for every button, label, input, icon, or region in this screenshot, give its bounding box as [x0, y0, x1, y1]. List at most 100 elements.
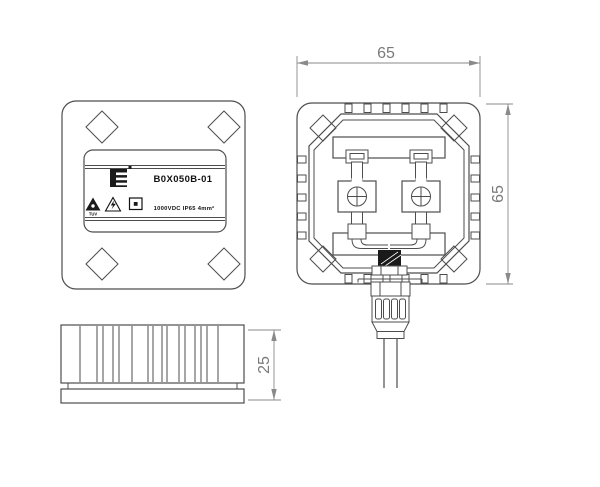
tuv-triangle — [85, 197, 101, 211]
terminal-strip-joint — [351, 178, 363, 184]
tooth — [297, 174, 307, 183]
side-base-plate — [60, 388, 245, 404]
tooth — [470, 212, 480, 221]
dimensions: 65 65 25 — [248, 45, 513, 401]
gland-clamp-hatch — [380, 251, 402, 267]
brand-logo-slit — [116, 177, 127, 181]
front-view: B0X050B-01 TUV 1000VDC IP65 4mm² — [61, 100, 246, 290]
tooth — [297, 212, 307, 221]
lightning-bolt — [110, 200, 116, 210]
terminal-strip-lower — [415, 211, 427, 226]
tooth — [401, 103, 410, 113]
dimension-depth: 25 — [248, 329, 281, 401]
dimension-depth-value: 25 — [256, 356, 273, 374]
tooth — [420, 103, 429, 113]
class-ii-inner-square — [133, 202, 138, 206]
tooth — [297, 193, 307, 202]
dimension-width-value: 65 — [377, 45, 395, 62]
terminal-right — [401, 149, 441, 240]
mounting-diamond — [85, 110, 119, 144]
gland-neck — [376, 331, 405, 339]
gland-nut — [370, 281, 411, 297]
high-voltage-warning-icon — [104, 196, 122, 212]
cable-gland — [357, 250, 423, 388]
tooth — [439, 103, 448, 113]
wire — [390, 238, 427, 249]
class-ii-insulation-icon — [128, 197, 143, 211]
inner-octagon-outer — [308, 113, 470, 274]
tooth — [297, 231, 307, 240]
model-number-text: B0X050B-01 — [154, 174, 213, 185]
gland-taper — [371, 321, 410, 332]
side-step — [67, 383, 238, 389]
tooth — [382, 103, 391, 113]
mounting-diamond — [207, 110, 241, 144]
extension-lines — [296, 56, 481, 97]
tuv-triangle-dot — [91, 204, 95, 208]
tooth — [470, 155, 480, 164]
brand-logo-slit — [116, 182, 127, 186]
arrowhead — [271, 389, 277, 400]
side-body — [60, 324, 245, 384]
arrowhead — [297, 60, 308, 66]
gland-nut-facets — [379, 282, 402, 296]
brand-logo-dot — [128, 166, 132, 169]
screw-cross — [347, 187, 367, 206]
tuv-mark-icon: TUV — [85, 197, 101, 217]
gland-rib — [383, 298, 390, 320]
mounting-diamond — [309, 114, 337, 142]
gland-body — [371, 265, 408, 276]
arrowhead — [271, 330, 277, 341]
dimension-height: 65 — [486, 103, 513, 285]
tooth — [344, 274, 353, 284]
tuv-mark-text: TUV — [89, 212, 98, 217]
nameplate-rules — [85, 165, 225, 221]
arrowhead — [505, 273, 511, 284]
arrowhead — [469, 60, 480, 66]
terminal-strip-lower — [351, 211, 363, 226]
brand-logo — [110, 166, 132, 187]
terminal-tab-upper — [409, 149, 433, 164]
open-view — [296, 102, 481, 388]
tooth — [439, 274, 448, 284]
tooth — [470, 174, 480, 183]
brand-logo-slit — [116, 172, 127, 176]
side-view — [60, 324, 245, 404]
cable — [383, 338, 398, 388]
front-outline — [61, 100, 246, 290]
extension-lines — [248, 329, 281, 401]
gland-ribbed-section — [371, 295, 410, 323]
terminal-tab-upper — [345, 149, 369, 164]
inner-octagon-inner — [313, 119, 465, 269]
gland-rib — [375, 298, 382, 320]
wire — [351, 238, 388, 249]
tooth — [363, 103, 372, 113]
mounting-diamond — [207, 247, 241, 281]
wire — [390, 238, 418, 246]
gland-rib — [399, 298, 406, 320]
terminal-left — [337, 149, 377, 240]
terminal-slot — [413, 153, 429, 160]
terminal-tab-lower — [411, 223, 431, 240]
screw-head-icon — [347, 186, 367, 207]
nameplate — [83, 149, 227, 233]
arrowhead — [505, 104, 511, 115]
terminal-strip-joint — [415, 178, 427, 184]
mounting-diamond — [440, 114, 468, 142]
warning-triangle — [104, 196, 122, 212]
heatsink-fins — [79, 326, 219, 382]
tooth — [470, 193, 480, 202]
terminal-tab-lower — [347, 223, 367, 240]
tooth — [297, 155, 307, 164]
gland-body-lines — [380, 266, 399, 275]
ratings-text: 1000VDC IP65 4mm² — [154, 205, 215, 212]
tooth — [344, 103, 353, 113]
terminal-slot — [349, 153, 365, 160]
tooth — [470, 231, 480, 240]
dimension-width: 65 — [296, 45, 481, 97]
wire — [360, 238, 388, 246]
screw-cross — [411, 187, 431, 206]
mounting-diamond — [309, 245, 337, 273]
